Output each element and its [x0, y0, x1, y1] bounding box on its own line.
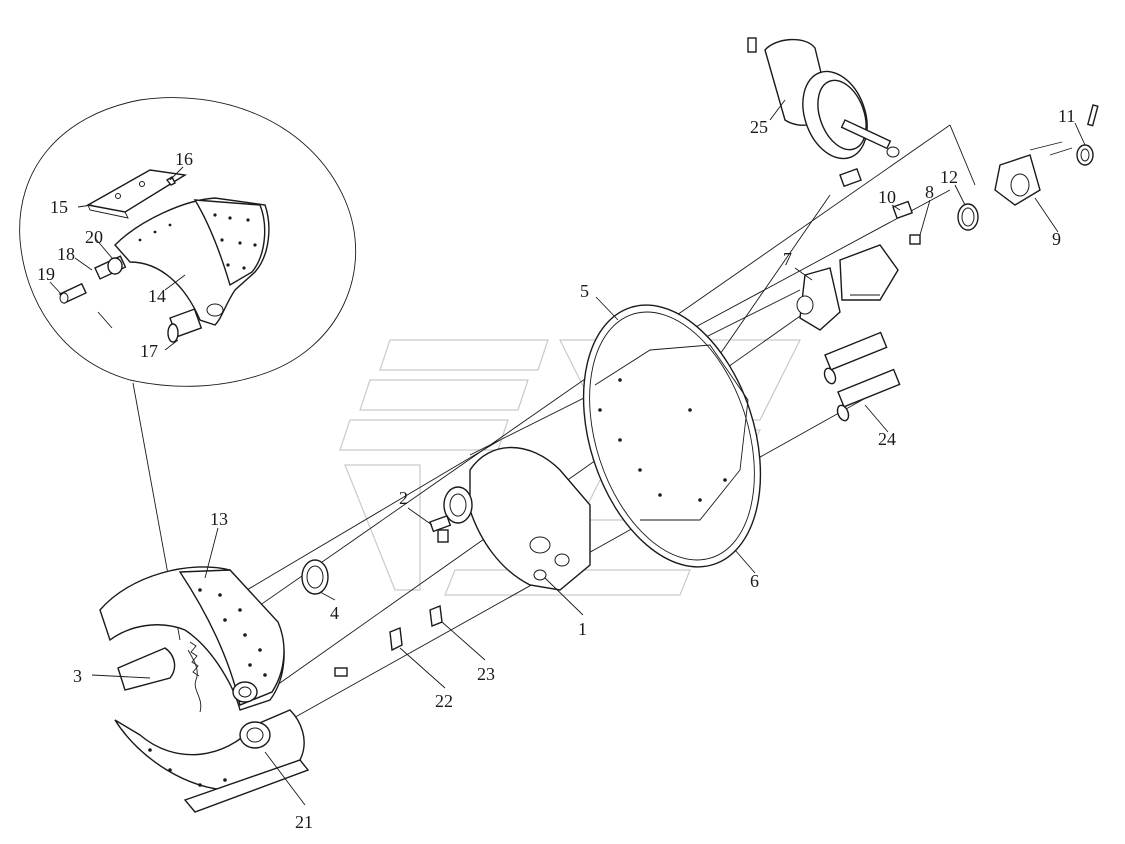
anchor-pins — [823, 331, 901, 422]
callout-21: 21 — [295, 812, 313, 832]
callout-19: 19 — [37, 264, 55, 284]
callout-20: 20 — [85, 227, 103, 247]
dust-shield — [582, 304, 762, 568]
roller-pin-parts-detail — [59, 255, 203, 343]
callout-5: 5 — [580, 281, 589, 301]
clip-23 — [429, 605, 443, 627]
callout-11: 11 — [1058, 106, 1075, 126]
callout-7: 7 — [783, 249, 792, 269]
callout-8: 8 — [925, 182, 934, 202]
washer-11-inner — [1080, 148, 1090, 162]
brake-spider — [443, 446, 591, 591]
callout-23: 23 — [477, 664, 495, 684]
bushing-top — [839, 167, 862, 188]
pin-bottom — [334, 667, 348, 677]
callout-2: 2 — [399, 488, 408, 508]
callout-1: 1 — [578, 619, 587, 639]
callout-labels: 1 2 3 4 5 6 7 8 9 10 11 12 13 14 15 16 1… — [37, 106, 1075, 832]
shoe-plate-detail — [85, 169, 188, 219]
callout-25: 25 — [750, 117, 768, 137]
bolt-8 — [909, 234, 921, 245]
bolt-2 — [429, 514, 452, 543]
brake-shoe-detail — [114, 197, 270, 326]
callout-10: 10 — [878, 187, 896, 207]
brake-chamber — [747, 37, 900, 160]
callout-15: 15 — [50, 197, 68, 217]
washer-12-inner — [961, 207, 975, 227]
callout-22: 22 — [435, 691, 453, 711]
callout-18: 18 — [57, 244, 75, 264]
callout-16: 16 — [175, 149, 193, 169]
callout-12: 12 — [940, 167, 958, 187]
brake-shoe-assembly — [99, 566, 310, 813]
callout-9: 9 — [1052, 229, 1061, 249]
callout-17: 17 — [140, 341, 158, 361]
detail-bubble-outline — [19, 97, 357, 387]
callout-6: 6 — [750, 571, 759, 591]
callout-4: 4 — [330, 603, 339, 623]
callout-13: 13 — [210, 509, 228, 529]
callout-24: 24 — [878, 429, 896, 449]
callout-14: 14 — [148, 286, 166, 306]
clip-22 — [389, 627, 403, 652]
slack-adjuster — [994, 104, 1099, 206]
seal-4-inner — [306, 565, 324, 589]
callout-leaders — [49, 99, 1086, 806]
grease-fitting-10 — [892, 200, 914, 220]
callout-3: 3 — [73, 666, 82, 686]
camshaft-bracket — [796, 244, 899, 331]
